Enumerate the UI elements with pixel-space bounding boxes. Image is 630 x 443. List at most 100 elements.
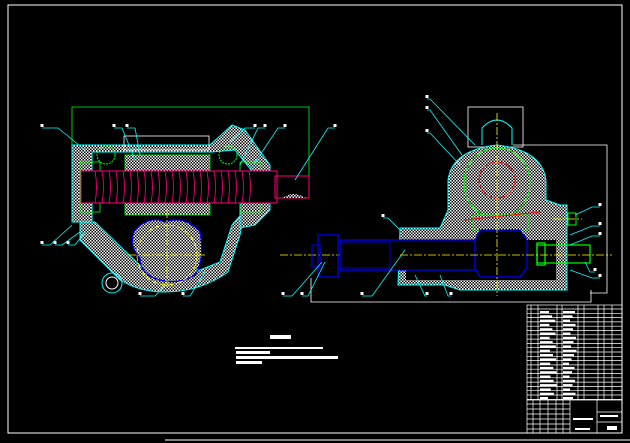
balloon-tag	[281, 292, 285, 295]
balloon-tag	[125, 124, 129, 127]
title-block-text	[573, 418, 593, 420]
parts-list-material	[563, 315, 573, 318]
balloon-tag	[112, 124, 116, 127]
worm-thread	[136, 170, 139, 204]
gear-hub	[472, 214, 529, 231]
balloon-tag	[40, 241, 44, 244]
balloon-tag	[425, 129, 429, 132]
title-block-text	[575, 428, 590, 430]
balloon-tag	[283, 124, 287, 127]
worm-thread	[115, 170, 118, 204]
parts-list-name	[540, 319, 556, 322]
balloon-tag	[381, 214, 385, 217]
left-section-view	[71, 106, 400, 294]
parts-list-name	[540, 323, 550, 327]
parts-list-name	[540, 341, 553, 344]
centerlines-right	[400, 113, 612, 296]
note-line-4	[236, 361, 262, 364]
leader-line	[302, 261, 326, 297]
leader-line	[294, 127, 335, 181]
sector-gear	[131, 219, 203, 283]
worm-thread	[129, 170, 132, 204]
worm-thread	[150, 170, 153, 204]
worm-thread	[234, 170, 237, 204]
balloon-tag	[598, 232, 602, 235]
balloon-tag	[449, 292, 453, 295]
parts-list-name	[540, 345, 556, 348]
parts-list-name	[540, 362, 551, 365]
sector-shaft-body	[474, 229, 528, 278]
balloon-tag	[333, 124, 337, 127]
note-line-1	[235, 347, 323, 349]
worm-thread	[185, 170, 188, 204]
shaft-nut	[317, 234, 339, 278]
parts-list-material	[563, 311, 575, 314]
leader-line	[42, 224, 73, 246]
bolt-circle-right	[218, 145, 238, 165]
parts-list-material	[563, 375, 570, 378]
parts-list-material	[563, 354, 574, 357]
title-block	[526, 304, 623, 434]
leader-line	[439, 274, 451, 297]
worm-thread	[101, 170, 104, 204]
worm-thread	[171, 170, 174, 204]
balloon-tag	[263, 124, 267, 127]
worm-thread	[94, 170, 97, 204]
worm-thread	[192, 170, 195, 204]
parts-list-material	[563, 371, 572, 374]
red-axis	[464, 211, 541, 221]
parts-list-material	[563, 397, 573, 400]
leader-line	[239, 127, 265, 166]
parts-list-name	[540, 332, 556, 335]
dimension-box	[71, 106, 310, 180]
parts-list-material	[563, 388, 570, 391]
leader-line	[362, 249, 406, 297]
worm-thread	[157, 170, 160, 204]
balloon-tag	[598, 222, 602, 225]
balloon-tag	[253, 124, 257, 127]
balloon-tag	[300, 292, 304, 295]
parts-list-name	[540, 328, 553, 331]
leader-lines	[40, 95, 602, 297]
bolt-circle-left	[96, 145, 116, 165]
parts-list-material	[563, 328, 573, 331]
parts-list-material	[563, 379, 575, 382]
balloon-tag	[425, 95, 429, 98]
technical-notes	[235, 335, 338, 364]
parts-list-material	[563, 358, 572, 361]
leader-line	[249, 127, 285, 171]
balloon-tag	[40, 124, 44, 127]
parts-list-material	[563, 366, 575, 370]
leader-line	[183, 271, 206, 297]
worm-thread	[213, 170, 216, 204]
note-line-2	[236, 351, 270, 354]
worm-thread	[206, 170, 209, 204]
parts-list-material	[563, 362, 569, 365]
leader-line	[383, 217, 401, 231]
notes-title	[270, 335, 291, 339]
leader-line	[427, 109, 463, 156]
parts-list-material	[563, 319, 570, 322]
parts-list-name	[540, 375, 551, 378]
balloon-tag	[66, 241, 70, 244]
leader-line	[414, 274, 427, 297]
right-section-view	[310, 106, 612, 303]
leader-line	[114, 127, 136, 161]
balloon-tag	[598, 274, 602, 277]
worm-thread	[178, 170, 181, 204]
parts-list-material	[563, 384, 573, 387]
parts-list-name	[540, 388, 551, 391]
worm-thread	[108, 170, 111, 204]
parts-list-name	[540, 311, 549, 314]
worm-threads	[94, 170, 251, 204]
parts-list-material	[563, 349, 577, 352]
parts-list-name	[540, 384, 557, 387]
adjuster-head	[536, 242, 546, 266]
balloon-tag	[593, 268, 597, 271]
leader-line	[229, 127, 255, 143]
parts-list-name	[540, 336, 550, 339]
worm-thread	[248, 170, 251, 204]
leader-line	[574, 206, 600, 216]
parts-list-name	[540, 379, 554, 382]
